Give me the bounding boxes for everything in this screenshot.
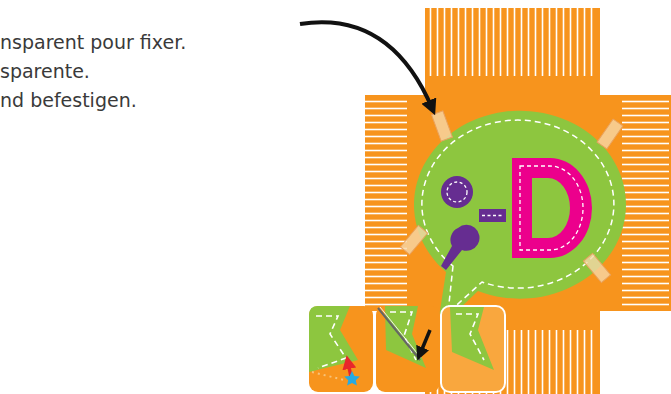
tape-strips [400, 111, 623, 283]
step-panel [441, 306, 505, 392]
step-panel [309, 306, 373, 392]
step-panel [376, 306, 440, 392]
speech-bubble [414, 111, 626, 330]
instruction-text: nd befestigen. [0, 88, 137, 112]
emoticon-letters [441, 158, 592, 270]
instruction-text: nsparent pour fixer. [0, 30, 186, 54]
instruction-text: sparente. [0, 59, 90, 83]
felt-square [365, 8, 671, 394]
leader-arrow [300, 22, 432, 108]
